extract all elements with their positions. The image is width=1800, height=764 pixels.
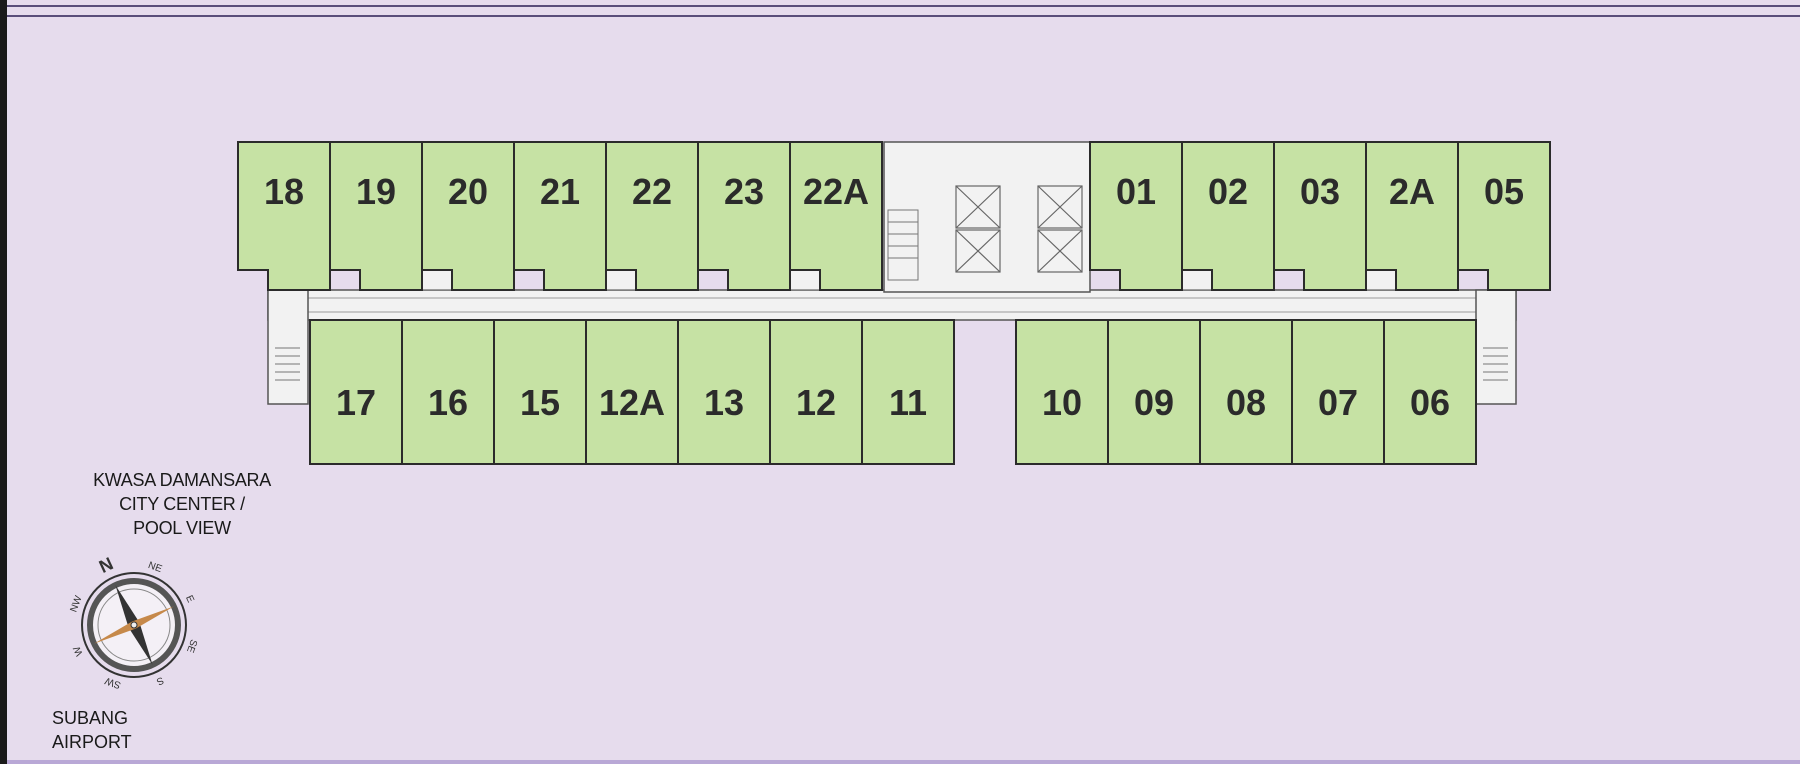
compass-label-se: SE: [184, 638, 199, 655]
unit-label-13: 13: [704, 382, 744, 423]
unit-03[interactable]: 03: [1273, 141, 1367, 291]
compass-label-nw: NW: [69, 594, 85, 614]
unit-label-16: 16: [428, 382, 468, 423]
unit-06[interactable]: 06: [1383, 319, 1477, 465]
unit-12A[interactable]: 12A: [585, 319, 679, 465]
unit-15[interactable]: 15: [493, 319, 587, 465]
compass-pivot: [130, 621, 138, 629]
corridor: [267, 289, 1517, 321]
compass-label-s: S: [154, 674, 165, 687]
unit-10[interactable]: 10: [1015, 319, 1109, 465]
unit-18[interactable]: 18: [237, 141, 331, 291]
unit-label-05: 05: [1484, 171, 1524, 212]
east-stair-treads: [1483, 347, 1508, 381]
compass-label-north: N: [96, 553, 116, 577]
unit-label-02: 02: [1208, 171, 1248, 212]
unit-13[interactable]: 13: [677, 319, 771, 465]
unit-label-03: 03: [1300, 171, 1340, 212]
unit-16[interactable]: 16: [401, 319, 495, 465]
view-label: KWASA DAMANSARA CITY CENTER / POOL VIEW: [62, 468, 302, 540]
unit-label-09: 09: [1134, 382, 1174, 423]
unit-label-22: 22: [632, 171, 672, 212]
view-label-line-1: KWASA DAMANSARA: [93, 470, 271, 490]
unit-19[interactable]: 19: [329, 141, 423, 291]
unit-label-22A: 22A: [803, 171, 869, 212]
airport-label-line-1: SUBANG: [52, 708, 129, 728]
compass-label-w: W: [71, 644, 85, 658]
unit-label-21: 21: [540, 171, 580, 212]
core-stair: [887, 209, 919, 281]
unit-label-15: 15: [520, 382, 560, 423]
unit-01[interactable]: 01: [1089, 141, 1183, 291]
top-rule-1: [7, 5, 1800, 7]
top-rule-2: [7, 15, 1800, 17]
unit-21[interactable]: 21: [513, 141, 607, 291]
unit-20[interactable]: 20: [421, 141, 515, 291]
compass-label-e: E: [183, 594, 196, 605]
lift-shafts: [955, 185, 1083, 273]
unit-label-10: 10: [1042, 382, 1082, 423]
unit-label-20: 20: [448, 171, 488, 212]
left-edge-bar: [0, 0, 7, 764]
unit-17[interactable]: 17: [309, 319, 403, 465]
unit-12[interactable]: 12: [769, 319, 863, 465]
unit-22A[interactable]: 22A: [789, 141, 883, 291]
unit-05[interactable]: 05: [1457, 141, 1551, 291]
unit-08[interactable]: 08: [1199, 319, 1293, 465]
unit-label-17: 17: [336, 382, 376, 423]
unit-11[interactable]: 11: [861, 319, 955, 465]
unit-2A[interactable]: 2A: [1365, 141, 1459, 291]
unit-label-19: 19: [356, 171, 396, 212]
unit-23[interactable]: 23: [697, 141, 791, 291]
compass-label-sw: SW: [103, 674, 122, 690]
west-staircase: [267, 289, 309, 405]
view-label-line-2: CITY CENTER /: [119, 494, 245, 514]
unit-label-07: 07: [1318, 382, 1358, 423]
compass-dial: [97, 588, 171, 662]
unit-label-12: 12: [796, 382, 836, 423]
unit-label-18: 18: [264, 171, 304, 212]
unit-09[interactable]: 09: [1107, 319, 1201, 465]
west-stair-treads: [275, 347, 300, 381]
compass-label-ne: NE: [147, 560, 164, 575]
unit-22[interactable]: 22: [605, 141, 699, 291]
unit-label-11: 11: [889, 382, 927, 423]
unit-02[interactable]: 02: [1181, 141, 1275, 291]
airport-label: SUBANG AIRPORT: [52, 706, 132, 754]
compass-outer-ring: [81, 572, 187, 678]
unit-07[interactable]: 07: [1291, 319, 1385, 465]
view-label-line-3: POOL VIEW: [133, 518, 231, 538]
unit-label-12A: 12A: [599, 382, 665, 423]
unit-label-23: 23: [724, 171, 764, 212]
unit-label-06: 06: [1410, 382, 1450, 423]
airport-label-line-2: AIRPORT: [52, 732, 132, 752]
east-staircase: [1475, 289, 1517, 405]
units-layer: 18 19 20 21 22 23 22A 01 02 03 2A 05 17 16 15 12A 13 12 11…: [237, 141, 1551, 465]
compass: N NE E SE S SW W NW: [69, 553, 199, 690]
lift-core: [883, 141, 1091, 293]
unit-label-01: 01: [1116, 171, 1156, 212]
unit-label-08: 08: [1226, 382, 1266, 423]
bottom-rule: [7, 760, 1800, 764]
core-stair-treads: [888, 221, 918, 259]
unit-label-2A: 2A: [1389, 171, 1435, 212]
